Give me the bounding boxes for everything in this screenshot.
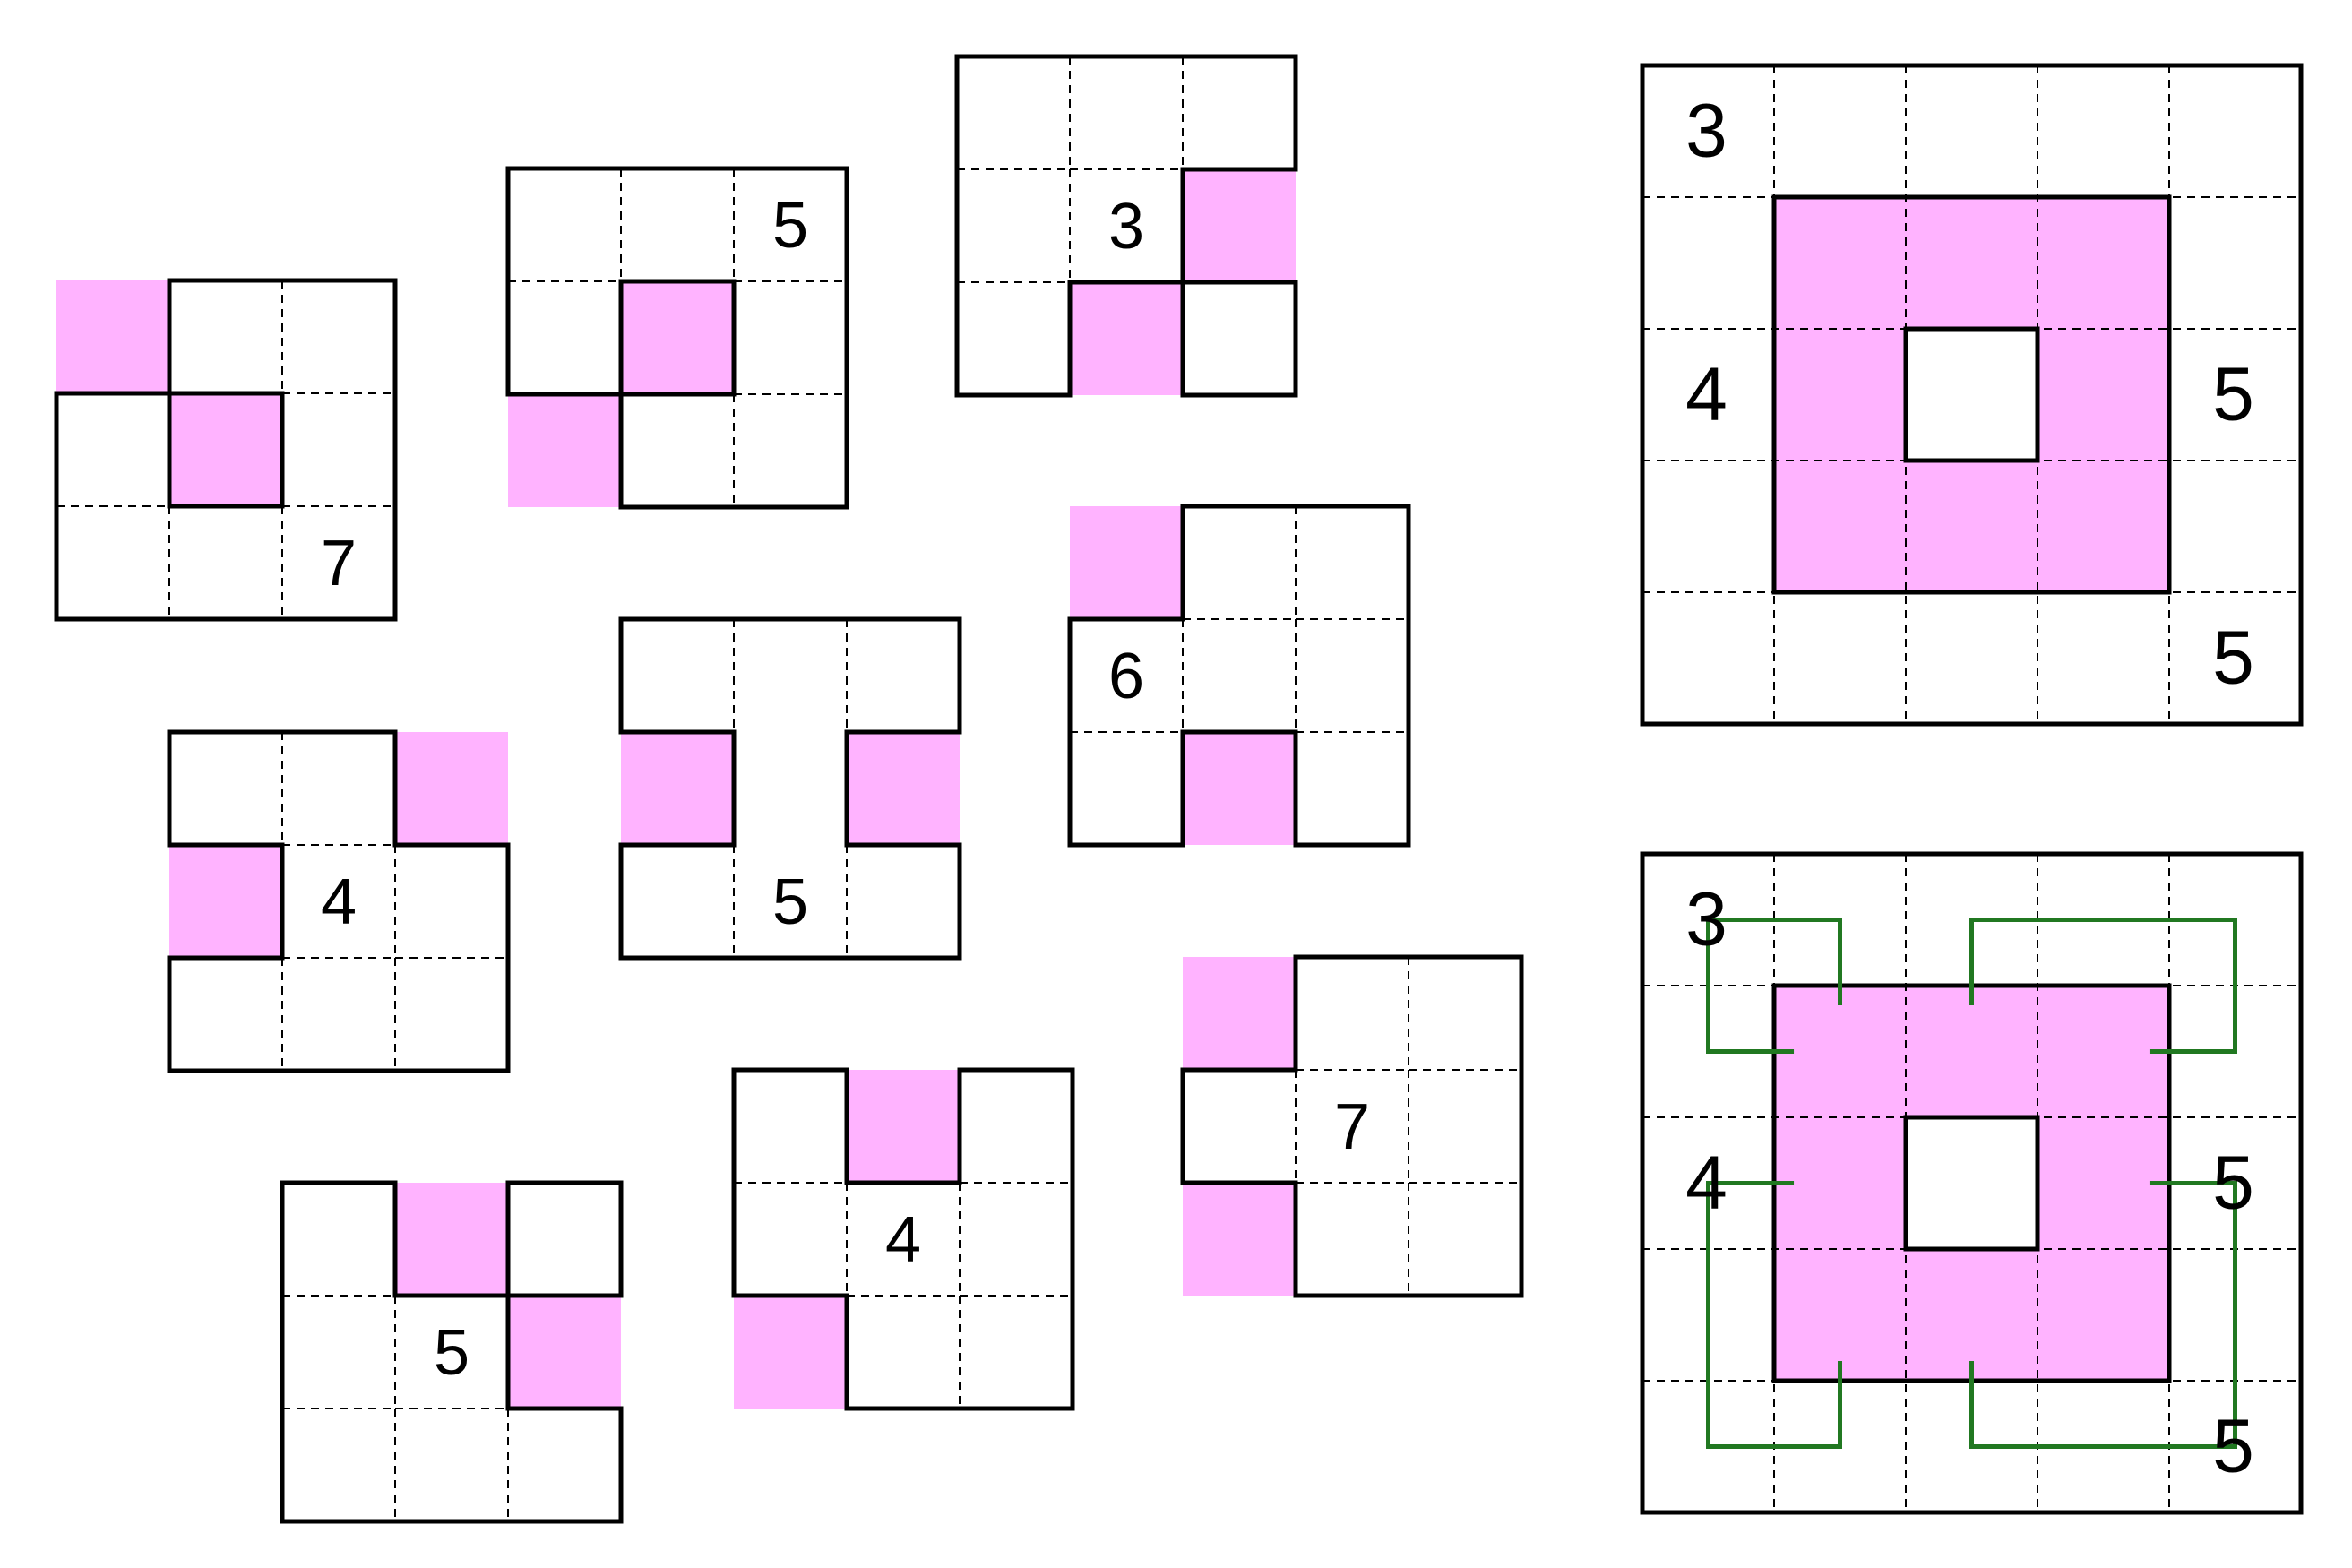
shaded-cell — [621, 281, 734, 394]
piece-i: 4 — [731, 1067, 1075, 1411]
region-wall — [1771, 194, 2172, 595]
piece-d: 6 — [1067, 504, 1411, 848]
board-solution: 3 4 5 5 — [1640, 851, 2304, 1515]
solution-path — [1706, 918, 1842, 1054]
shaded-cell — [508, 394, 621, 507]
shaded-cell — [395, 732, 508, 845]
board-clue: 5 — [2212, 1141, 2254, 1225]
piece-clue: 3 — [1108, 191, 1144, 263]
piece-clue: 5 — [772, 190, 808, 262]
solution-path — [1706, 1181, 1842, 1449]
shaded-cell — [1183, 732, 1296, 845]
puzzle-boards: 3 4 5 5 3 4 5 5 — [1640, 63, 2304, 1515]
board-clue: 4 — [1685, 352, 1727, 436]
example-pieces: 7 5 3 6 4 5 7 5 4 — [54, 54, 1524, 1524]
piece-clue: 6 — [1108, 641, 1144, 712]
board-puzzle: 3 4 5 5 — [1640, 63, 2304, 727]
board-clue: 4 — [1685, 1141, 1727, 1225]
shaded-cell — [1183, 169, 1296, 282]
solution-path — [1969, 918, 2237, 1054]
piece-g: 7 — [1180, 954, 1524, 1298]
board-clue: 3 — [1685, 89, 1727, 173]
board-border — [1640, 63, 2304, 727]
shaded-cell — [169, 845, 282, 958]
piece-h: 5 — [280, 1180, 624, 1524]
piece-clue: 7 — [1334, 1091, 1370, 1163]
board-clue: 5 — [2212, 1404, 2254, 1488]
piece-clue: 5 — [434, 1317, 470, 1389]
solution-path — [1969, 1181, 2237, 1449]
shaded-cell — [1070, 506, 1183, 619]
shaded-cell — [1183, 957, 1296, 1070]
hole-wall — [1903, 1115, 2040, 1252]
hole-wall — [1903, 326, 2040, 463]
shaded-cell — [508, 1296, 621, 1409]
piece-c: 3 — [954, 54, 1298, 398]
center-hole — [1906, 329, 2038, 461]
shaded-cell — [1183, 1183, 1296, 1296]
center-hole — [1906, 1117, 2038, 1249]
board-border — [1640, 851, 2304, 1515]
piece-b: 5 — [505, 166, 849, 510]
shaded-cell — [847, 1070, 960, 1183]
shaded-cell — [169, 393, 282, 506]
piece-a: 7 — [54, 278, 398, 622]
piece-e: 4 — [167, 729, 511, 1073]
shaded-cell — [56, 280, 169, 393]
piece-f: 5 — [618, 616, 962, 961]
shaded-cell — [395, 1183, 508, 1296]
shaded-cell — [734, 1296, 847, 1409]
piece-clue: 4 — [885, 1204, 921, 1276]
board-clue: 5 — [2212, 616, 2254, 700]
shaded-cell — [621, 732, 734, 845]
piece-clue: 4 — [321, 866, 357, 938]
board-clue: 3 — [1685, 877, 1727, 961]
board-clue: 5 — [2212, 352, 2254, 436]
shaded-cell — [1070, 282, 1183, 395]
piece-clue: 5 — [772, 866, 808, 938]
shaded-cell — [847, 732, 960, 845]
piece-clue: 7 — [321, 528, 357, 599]
